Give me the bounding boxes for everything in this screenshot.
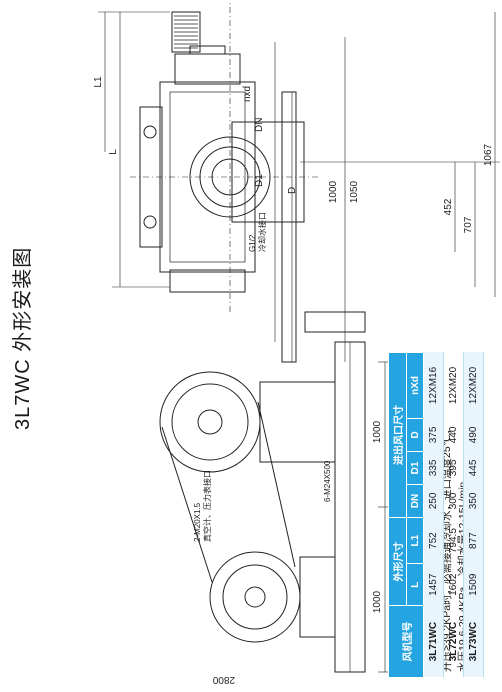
header-port-group: 进出风口尺寸 xyxy=(388,352,407,518)
cell-L1: 794.5 xyxy=(443,517,464,564)
cell-nxd: 12XM20 xyxy=(443,352,464,419)
dim-L: L xyxy=(108,149,119,155)
table-row: 3L71WC 1457 752 250 335 375 12XM16 xyxy=(423,352,444,678)
header-L1: L1 xyxy=(406,517,424,564)
header-DN: DN xyxy=(406,484,424,518)
cell-D1: 445 xyxy=(463,451,484,485)
cell-L1: 752 xyxy=(423,517,444,564)
cell-DN: 350 xyxy=(463,484,484,518)
cell-model: 3L73WC xyxy=(463,605,484,678)
header-nxd: nXd xyxy=(406,352,424,419)
label-bolt: 6-M24X500 xyxy=(323,460,332,502)
dim-1050: 1050 xyxy=(349,180,360,203)
spec-table: 风机型号 外形尺寸 进出风口尺寸 L L1 DN D1 D nXd 3L71WC… xyxy=(388,352,484,678)
dim-1000-right: 1000 xyxy=(372,420,383,443)
header-D: D xyxy=(406,418,424,452)
cell-D1: 395 xyxy=(443,451,464,485)
cell-D1: 335 xyxy=(423,451,444,485)
cooling-fins xyxy=(171,11,201,53)
cell-nxd: 12XM16 xyxy=(423,352,444,419)
cell-model: 3L71WC xyxy=(423,605,444,678)
dim-1067: 1067 xyxy=(483,143,494,166)
dim-1000-top: 1000 xyxy=(328,180,339,203)
cell-D: 490 xyxy=(463,418,484,452)
cell-L: 1457 xyxy=(423,563,444,606)
table-row: 3L73WC 1509 877 350 445 490 12XM20 xyxy=(463,352,484,678)
motor-housing xyxy=(159,371,261,473)
cell-D: 440 xyxy=(443,418,464,452)
dim-2800: 2800 xyxy=(212,674,235,685)
cell-L: 1602 xyxy=(443,563,464,606)
dim-707: 707 xyxy=(463,216,474,233)
label-D: D xyxy=(287,187,298,194)
label-gauge-note: 真空计、压力表接口 xyxy=(202,470,212,542)
header-size-group: 外形尺寸 xyxy=(388,517,407,606)
label-gauge-thread: 2-M20X1.5 xyxy=(193,502,202,542)
cell-DN: 300 xyxy=(443,484,464,518)
dim-L1: L1 xyxy=(93,76,104,88)
header-L: L xyxy=(406,563,424,606)
label-port: G1/2 xyxy=(248,234,257,252)
dim-452: 452 xyxy=(443,198,454,215)
header-D1: D1 xyxy=(406,451,424,485)
label-port-note: 冷却水接口 xyxy=(257,212,267,252)
cell-L: 1509 xyxy=(463,563,484,606)
cell-DN: 250 xyxy=(423,484,444,518)
cell-D: 375 xyxy=(423,418,444,452)
drive-belt xyxy=(161,426,213,583)
table-row: 3L72WC 1602 794.5 300 395 440 12XM20 xyxy=(443,352,464,678)
cell-nxd: 12XM20 xyxy=(463,352,484,419)
label-DN: DN xyxy=(254,118,265,132)
label-nxd: nxd xyxy=(242,86,253,102)
dim-1000-left: 1000 xyxy=(372,590,383,613)
cell-model: 3L72WC xyxy=(443,605,464,678)
cell-L1: 877 xyxy=(463,517,484,564)
label-D1: D1 xyxy=(254,174,265,187)
header-model: 风机型号 xyxy=(388,605,424,678)
